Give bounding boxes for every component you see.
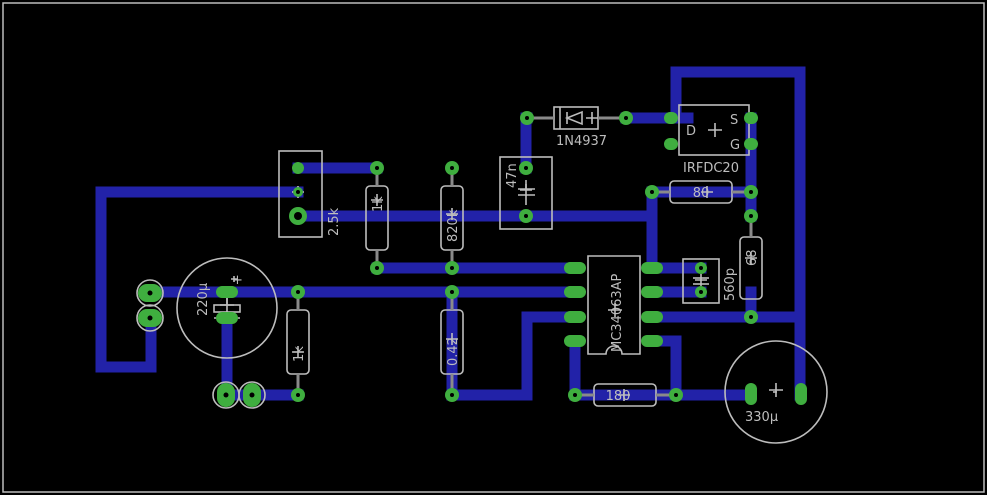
mosfet-outline [678,104,750,156]
label-ic: MC34063AP [610,273,625,352]
label-r-1k-bottom: 1k [292,346,307,362]
label-r-68: 68 [745,249,760,266]
label-r-80: 80 [693,186,710,201]
label-cap-560p: 560p [723,268,738,301]
pad-trimpot-2 [293,187,303,197]
label-cap-220u-plus: + [232,273,243,288]
label-mosfet-g: G [730,138,740,153]
cap-220u-outline [176,257,278,359]
cap-560p-outline [682,258,720,304]
label-r-820k: 820k [446,209,461,242]
label-r-1k-top: 1k [371,196,386,212]
label-mosfet: IRFDC20 [683,161,739,176]
label-cap-47n: 47n [505,163,520,188]
silkscreen [176,104,828,444]
label-mosfet-d: D [686,124,696,139]
pad-trimpot-3 [289,207,307,225]
label-r-180: 180 [606,389,631,404]
label-mosfet-s: S [730,113,738,128]
pad-trimpot-1 [292,162,304,174]
label-diode: 1N4937 [556,134,607,149]
component-labels: 1N4937 IRFDC20 D S G 47n 2.5k 1k 820k 80… [196,113,778,425]
cap-330u-outline [724,340,828,444]
cap-47n-outline [499,156,553,230]
label-r-0-42: 0.42 [446,337,461,366]
label-cap-330u: 330µ [745,410,778,425]
ic-outline [587,255,641,355]
trimpot-outline [278,150,323,238]
pads [136,111,807,409]
label-trimpot: 2.5k [327,207,342,236]
label-cap-220u: 220µ [196,283,211,316]
